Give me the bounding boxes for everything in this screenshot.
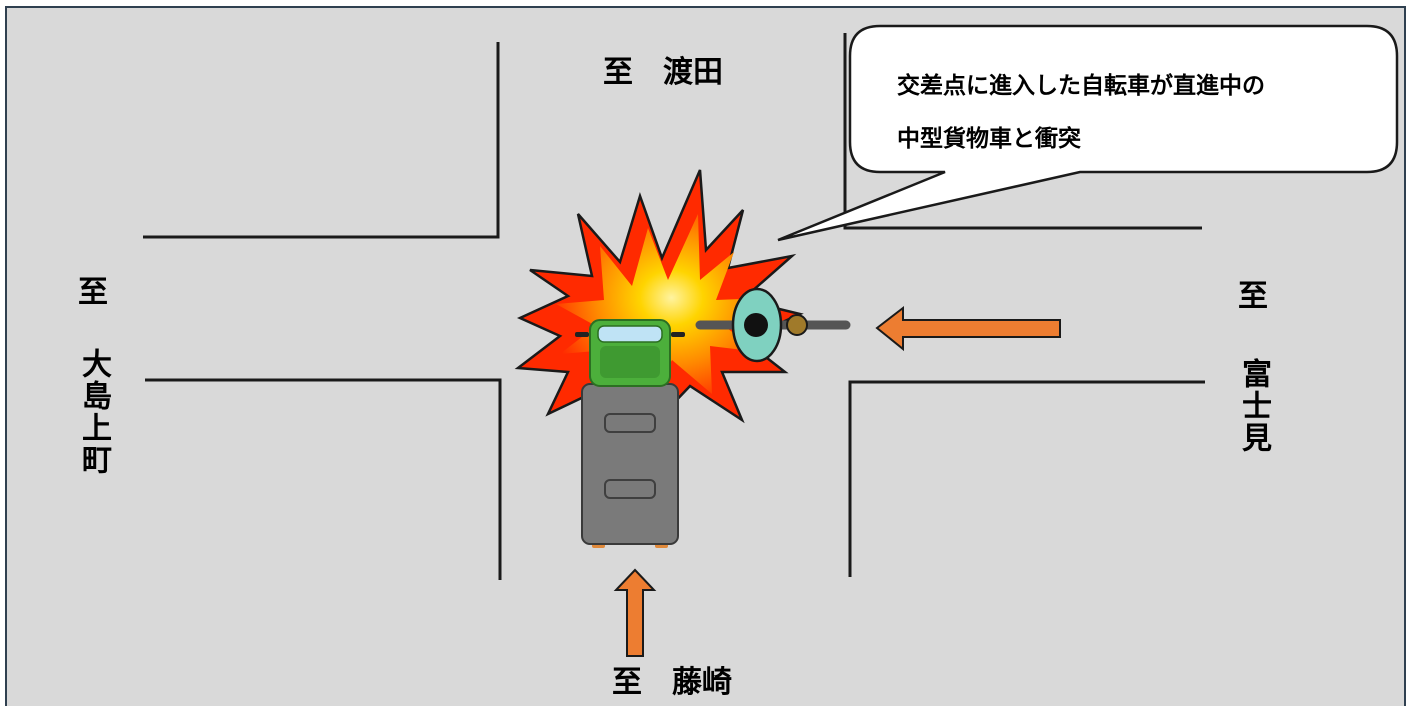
bicycle-saddle — [786, 314, 808, 336]
truck-direction-arrow — [613, 568, 657, 657]
truck-mirror-left — [575, 332, 589, 337]
road-edges — [143, 33, 1205, 580]
label-west-destination: 大島上町 — [76, 348, 111, 476]
truck-body-panel-top — [604, 413, 656, 433]
truck-cab-roof — [600, 346, 660, 378]
rider-head — [744, 313, 768, 337]
callout-text: 交差点に進入した自転車が直進中の 中型貨物車と衝突 — [897, 60, 1367, 166]
label-east-to: 至 — [1238, 279, 1268, 314]
label-north-destination: 至 渡田 — [603, 55, 723, 90]
callout-line-1: 交差点に進入した自転車が直進中の — [897, 73, 1265, 99]
label-west-to: 至 — [78, 275, 108, 310]
road-edge-north-west — [143, 42, 500, 239]
medium-cargo-truck — [575, 319, 685, 548]
callout-bubble — [777, 24, 1399, 242]
callout-line-2: 中型貨物車と衝突 — [897, 126, 1081, 152]
truck-cargo-body — [581, 383, 679, 545]
truck-mirror-right — [671, 332, 685, 337]
road-edge-south-east — [848, 380, 1205, 577]
label-south-destination: 至 藤崎 — [612, 665, 732, 700]
truck-windshield — [597, 325, 663, 343]
truck-body-panel-bottom — [604, 479, 656, 499]
bicycle-with-rider — [695, 287, 851, 363]
road-edge-south-west — [145, 378, 502, 580]
bicycle-direction-arrow — [875, 305, 1061, 352]
road-edge-north-east — [843, 33, 1202, 230]
label-east-destination: 富士見 — [1236, 358, 1271, 454]
